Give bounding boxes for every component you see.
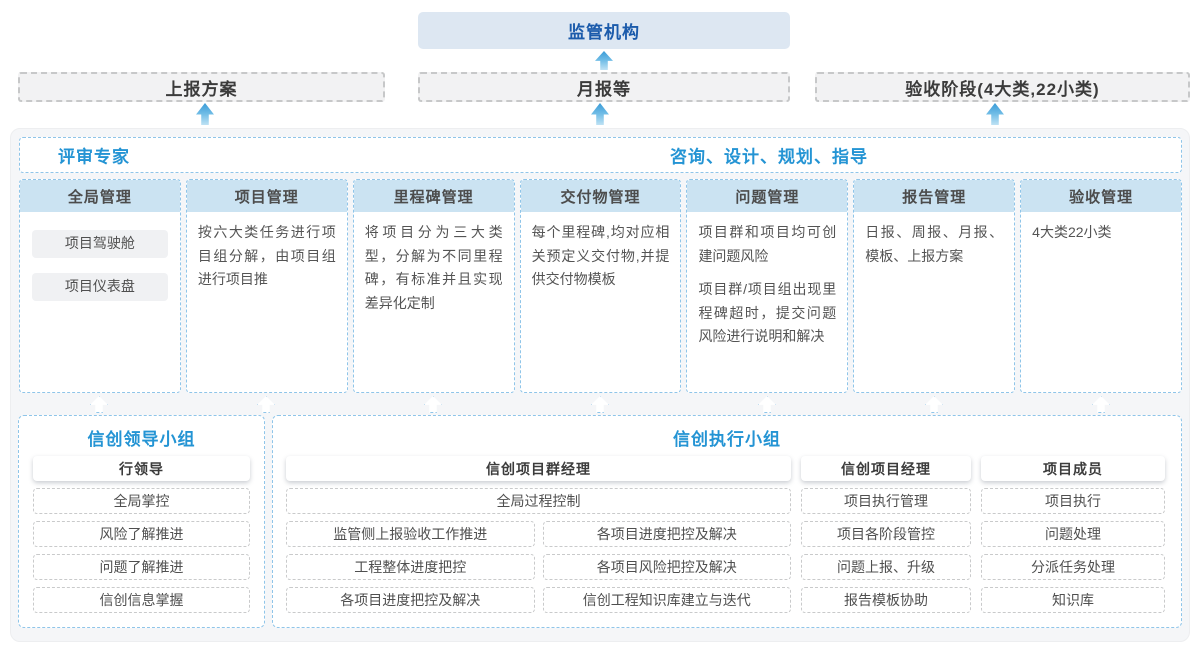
role-project-manager: 信创项目经理 (801, 456, 971, 481)
list-item: 报告模板协助 (801, 587, 971, 613)
role-project-member: 项目成员 (981, 456, 1165, 481)
column-title: 里程碑管理 (353, 180, 514, 212)
role-bank-leadership: 行领导 (33, 456, 250, 481)
column-body-text: 按六大类任务进行项目组分解，由项目组进行项目推 (197, 224, 336, 288)
leader-group-title: 信创领导小组 (87, 430, 196, 449)
list-item: 信创工程知识库建立与迭代 (542, 587, 791, 613)
project-manager-column: 信创项目经理 项目执行管理 项目各阶段管控 问题上报、升级 报告模板协助 (801, 450, 971, 613)
list-item: 信创信息掌握 (33, 587, 250, 613)
node-monthly-report: 月报等 (418, 72, 790, 102)
node-regulator: 监管机构 (418, 12, 790, 49)
pill-project-cockpit: 项目驾驶舱 (31, 230, 168, 258)
column-paragraph: 项目群和项目均可创建问题风险 (698, 224, 837, 264)
list-item: 问题上报、升级 (801, 554, 971, 580)
list-item: 各项目进度把控及解决 (542, 521, 791, 547)
column-body: 项目驾驶舱 项目仪表盘 (20, 212, 180, 307)
exec-group-title: 信创执行小组 (673, 430, 781, 449)
column-body-text: 每个里程碑,均对应相关预定义交付物,并提供交付物模板 (531, 224, 670, 288)
up-arrow-icon (986, 103, 1004, 125)
node-report-plan: 上报方案 (18, 72, 385, 102)
column-body-text: 将项目分为三大类型，分解为不同里程碑，有标准并且实现差异化定制 (364, 224, 503, 311)
list-item: 项目执行管理 (801, 488, 971, 514)
list-item: 各项目风险把控及解决 (542, 554, 791, 580)
column-milestone-management: 里程碑管理 将项目分为三大类型，分解为不同里程碑，有标准并且实现差异化定制 (352, 179, 515, 393)
column-deliverable-management: 交付物管理 每个里程碑,均对应相关预定义交付物,并提供交付物模板 (519, 179, 682, 393)
experts-label: 评审专家 (58, 147, 130, 167)
column-project-management: 项目管理 按六大类任务进行项目组分解，由项目组进行项目推 (185, 179, 348, 393)
up-arrow-icon (196, 103, 214, 125)
list-item: 项目各阶段管控 (801, 521, 971, 547)
list-item: 分派任务处理 (981, 554, 1165, 580)
up-arrow-icon (591, 103, 609, 125)
member-column: 项目成员 项目执行 问题处理 分派任务处理 知识库 (981, 450, 1165, 613)
leader-group: 信创领导小组 行领导 全局掌控 风险了解推进 问题了解推进 信创信息掌握 (18, 415, 265, 628)
list-item: 工程整体进度把控 (286, 554, 535, 580)
list-item: 问题处理 (981, 521, 1165, 547)
node-acceptance-stage: 验收阶段(4大类,22小类) (815, 72, 1190, 102)
column-title: 项目管理 (186, 180, 347, 212)
list-item: 问题了解推进 (33, 554, 250, 580)
main-panel: 评审专家 咨询、设计、规划、指导 全局管理 项目驾驶舱 项目仪表盘 项目管理 按… (10, 128, 1190, 642)
column-title: 验收管理 (1021, 180, 1182, 212)
exec-group: 信创执行小组 信创项目群经理 全局过程控制 监管侧上报验收工作推进 各项目进度把… (272, 415, 1182, 628)
experts-consulting-banner: 评审专家 咨询、设计、规划、指导 (19, 137, 1182, 173)
list-item: 监管侧上报验收工作推进 (286, 521, 535, 547)
pill-project-dashboard: 项目仪表盘 (31, 273, 168, 301)
exec-columns: 信创项目群经理 全局过程控制 监管侧上报验收工作推进 各项目进度把控及解决 工程… (286, 450, 1168, 613)
list-item: 全局过程控制 (286, 488, 791, 514)
list-item: 风险了解推进 (33, 521, 250, 547)
column-body: 项目群和项目均可创建问题风险 项目群/项目组出现里程碑超时，提交问题风险进行说明… (687, 212, 847, 349)
list-item: 知识库 (981, 587, 1165, 613)
management-columns: 全局管理 项目驾驶舱 项目仪表盘 项目管理 按六大类任务进行项目组分解，由项目组… (19, 179, 1183, 393)
item-row: 监管侧上报验收工作推进 各项目进度把控及解决 (286, 514, 791, 547)
column-body-text: 4大类22小类 (1032, 224, 1112, 240)
up-arrow-icon (595, 51, 613, 70)
column-acceptance-management: 验收管理 4大类22小类 (1020, 179, 1183, 393)
item-row: 工程整体进度把控 各项目风险把控及解决 (286, 547, 791, 580)
column-title: 全局管理 (20, 180, 180, 212)
column-title: 问题管理 (687, 180, 848, 212)
list-item: 项目执行 (981, 488, 1165, 514)
program-manager-column: 信创项目群经理 全局过程控制 监管侧上报验收工作推进 各项目进度把控及解决 工程… (286, 450, 791, 613)
list-item: 全局掌控 (33, 488, 250, 514)
column-title: 交付物管理 (520, 180, 681, 212)
role-program-manager: 信创项目群经理 (286, 456, 791, 481)
list-item: 各项目进度把控及解决 (286, 587, 535, 613)
column-paragraph: 项目群/项目组出现里程碑超时，提交问题风险进行说明和解决 (698, 281, 837, 345)
column-report-management: 报告管理 日报、周报、月报、模板、上报方案 (853, 179, 1016, 393)
item-row: 各项目进度把控及解决 信创工程知识库建立与迭代 (286, 580, 791, 613)
consulting-label: 咨询、设计、规划、指导 (670, 147, 868, 167)
column-title: 报告管理 (854, 180, 1015, 212)
column-body-text: 日报、周报、月报、模板、上报方案 (865, 224, 1004, 264)
column-global-management: 全局管理 项目驾驶舱 项目仪表盘 (19, 179, 181, 393)
column-issue-management: 问题管理 项目群和项目均可创建问题风险 项目群/项目组出现里程碑超时，提交问题风… (686, 179, 849, 393)
